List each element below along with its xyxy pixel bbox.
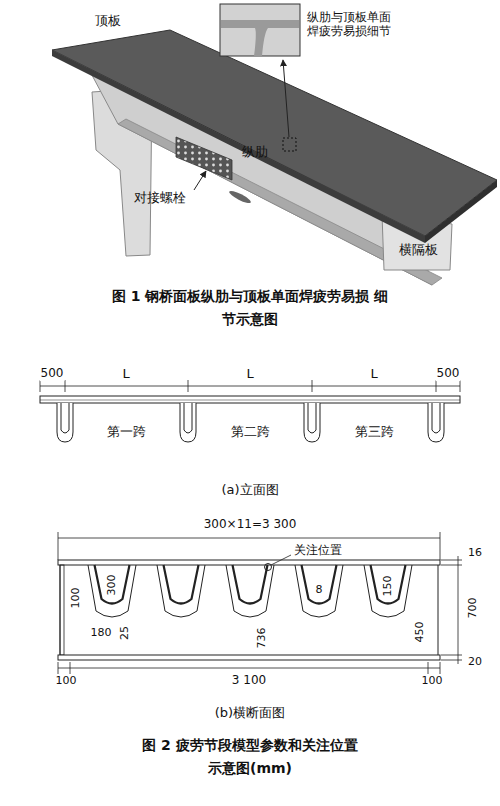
dimension: 700 — [467, 597, 480, 620]
part-name: 横隔板 — [399, 243, 438, 258]
span-name: 第三跨 — [355, 425, 394, 440]
span-name: 第一跨 — [107, 425, 146, 440]
subfigure-caption: (a)立面图 — [221, 483, 278, 498]
dimension: 500 — [436, 367, 461, 381]
inset-plate — [221, 20, 299, 28]
dimension: 25 — [119, 625, 132, 641]
figure-caption: 图 2 疲劳节段模型参数和关注位置 示意图(mm) — [139, 734, 361, 780]
part-name: 纵肋 — [242, 145, 268, 160]
elevation — [40, 380, 460, 442]
top-plate-edge — [425, 180, 497, 243]
focus-label: 关注位置 — [293, 544, 343, 558]
detail-arrow — [283, 60, 289, 137]
dimension: 500 — [40, 367, 65, 381]
dimension: 3 100 — [231, 674, 267, 688]
dimension: 100 — [70, 587, 83, 610]
dimension: 180 — [90, 627, 113, 640]
dimension: 736 — [256, 627, 269, 650]
subfigure-caption: (b)横断面图 — [215, 706, 285, 721]
top-plate-edge — [52, 50, 425, 243]
cross-section — [58, 532, 462, 674]
part-name: 对接螺栓 — [134, 191, 186, 206]
dimension: 300 — [106, 574, 119, 597]
dimension: L — [369, 367, 378, 382]
dimension: 20 — [467, 656, 483, 669]
part-name: 顶板 — [95, 14, 121, 29]
dimension: L — [245, 367, 254, 382]
cutout — [228, 189, 252, 205]
dimension: L — [121, 367, 130, 382]
dimension: 150 — [382, 575, 395, 598]
bolt-arrow — [194, 171, 206, 190]
dimension: 100 — [55, 675, 78, 688]
top-plate — [52, 30, 497, 236]
dimension: 100 — [421, 675, 444, 688]
dimension: 16 — [467, 547, 483, 560]
deck-rendering — [52, 4, 497, 285]
dimension: 300×11=3 300 — [203, 518, 298, 532]
detail-inset — [220, 4, 300, 56]
detail-marker — [283, 138, 296, 151]
dimension: 8 — [315, 584, 324, 597]
inset-rib — [254, 28, 268, 56]
span-name: 第二跨 — [231, 425, 270, 440]
dimension: 450 — [414, 621, 427, 644]
figure-caption: 图 1 钢桥面板纵肋与顶板单面焊疲劳易损 细节示意图 — [111, 285, 389, 331]
callout-note: 纵肋与顶板单面焊疲劳易损细节 — [307, 11, 395, 39]
